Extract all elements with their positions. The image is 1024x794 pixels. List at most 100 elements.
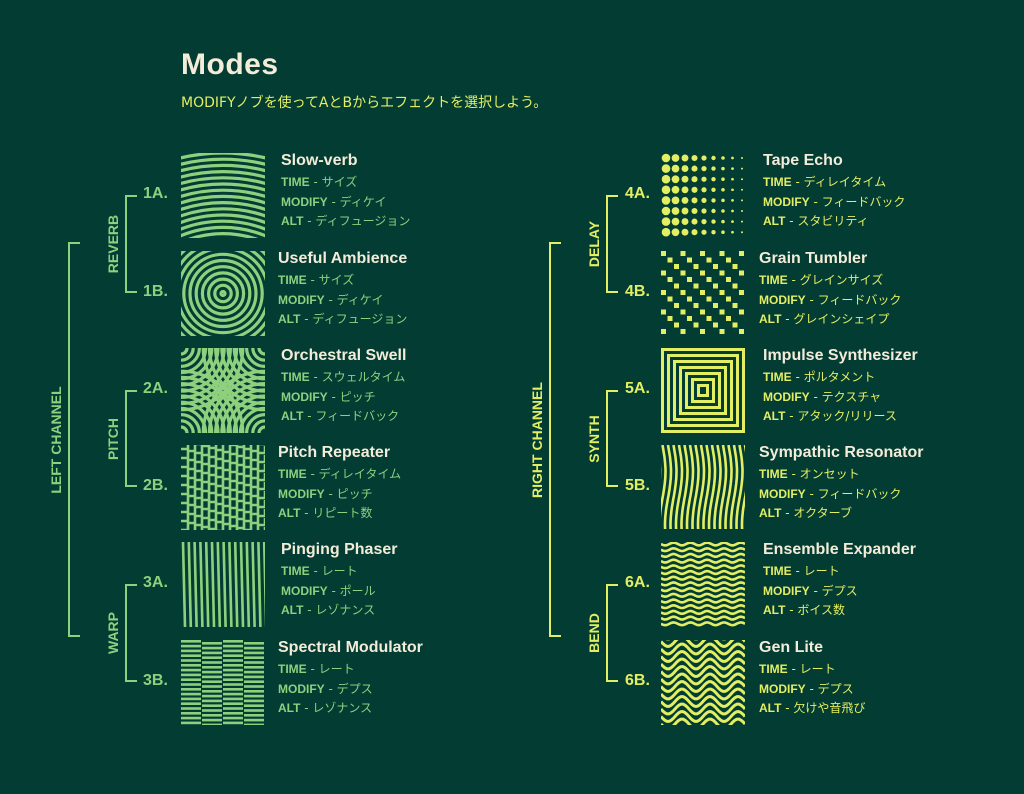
param-alt: ALT - オクターブ [759,504,923,524]
param-key: ALT [278,701,301,715]
param-value: デプス [821,583,858,598]
vertical-waves-icon[interactable] [661,445,745,530]
param-alt: ALT - リピート数 [278,504,401,524]
param-alt: ALT - レゾナンス [278,699,423,719]
param-separator: - [785,214,798,228]
param-value: サイズ [321,175,358,189]
group-bracket-tick [125,390,137,392]
param-separator: - [327,389,340,404]
param-value: ディケイ [339,194,387,209]
concentric-circles-icon[interactable] [181,251,265,336]
param-separator: - [809,583,822,598]
mode-name: Sympathic Resonator [759,444,924,461]
param-time: TIME - レート [759,660,865,680]
param-separator: - [805,486,818,501]
param-key: TIME [763,175,792,189]
small-waves-icon[interactable] [661,542,745,627]
param-time: TIME - サイズ [281,173,410,193]
large-waves-icon[interactable] [661,640,745,725]
param-modify: MODIFY - テクスチャ [763,388,918,408]
group-label-warp: WARP [105,612,121,654]
param-time: TIME - グレインサイズ [759,271,901,291]
param-time: TIME - レート [278,660,423,680]
param-value: アタック/リリース [797,409,897,423]
param-separator: - [324,681,337,696]
param-separator: - [805,681,818,696]
left-channel-bracket-tick [68,242,80,244]
right-channel-bracket-tick [549,635,561,637]
param-key: MODIFY [278,292,325,307]
param-separator: - [303,603,316,617]
left-channel-label: LEFT CHANNEL [48,385,64,494]
nested-squares-icon[interactable] [661,348,745,433]
param-key: ALT [763,409,786,423]
param-separator: - [791,370,804,384]
group-bracket-pitch [125,390,127,487]
page-title: Modes [181,48,279,81]
param-key: ALT [759,312,782,326]
group-bracket-tick [606,680,618,682]
param-value: オクターブ [793,506,852,520]
diagonal-squares-icon[interactable] [661,251,745,336]
param-modify: MODIFY - ディケイ [281,193,410,213]
param-value: ディレイタイム [318,467,402,481]
param-modify: MODIFY - ポール [281,582,397,602]
param-separator: - [324,486,337,501]
arcs-icon[interactable] [181,153,265,238]
param-separator: - [306,662,319,676]
param-modify: MODIFY - フィードバック [759,291,901,311]
group-bracket-tick [125,485,137,487]
group-bracket-tick [606,291,618,293]
group-label-delay: DELAY [586,220,602,268]
param-value: ポール [339,583,376,598]
param-separator: - [791,175,804,189]
param-alt: ALT - グレインシェイプ [759,310,901,330]
vertical-lines-icon[interactable] [181,542,265,627]
param-separator: - [309,370,322,384]
param-key: TIME [759,467,788,481]
param-value: フィードバック [315,409,400,423]
param-value: グレインシェイプ [793,312,890,326]
group-bracket-reverb [125,195,127,293]
mode-code: 5A. [625,380,650,397]
fading-dots-icon[interactable] [661,153,745,238]
param-separator: - [785,409,798,423]
corner-arcs-icon[interactable] [181,348,265,433]
param-key: ALT [281,409,304,423]
param-separator: - [303,409,316,423]
mode-name: Orchestral Swell [281,347,407,364]
param-key: ALT [281,603,304,617]
param-separator: - [781,312,794,326]
param-separator: - [787,273,800,287]
staircase-icon[interactable] [181,445,265,530]
offset-bars-icon[interactable] [181,640,265,725]
param-value: デプス [817,681,854,696]
param-key: TIME [281,175,310,189]
param-key: TIME [281,370,310,384]
mode-code: 5B. [625,477,650,494]
param-key: MODIFY [281,194,328,209]
mode-code: 2A. [143,380,168,397]
group-bracket-tick [125,680,137,682]
param-alt: ALT - 欠けや音飛び [759,699,865,719]
param-value: フィードバック [821,194,906,209]
param-alt: ALT - フィードバック [281,407,406,427]
param-value: オンセット [799,467,860,481]
param-separator: - [791,564,804,578]
param-value: ポルタメント [803,370,876,384]
param-value: レゾナンス [315,603,376,617]
group-bracket-tick [125,584,137,586]
mode-name: Gen Lite [759,639,824,656]
param-key: TIME [278,662,307,676]
group-label-reverb: REVERB [105,214,121,274]
param-separator: - [306,467,319,481]
group-bracket-synth [606,390,608,487]
group-bracket-delay [606,195,608,293]
